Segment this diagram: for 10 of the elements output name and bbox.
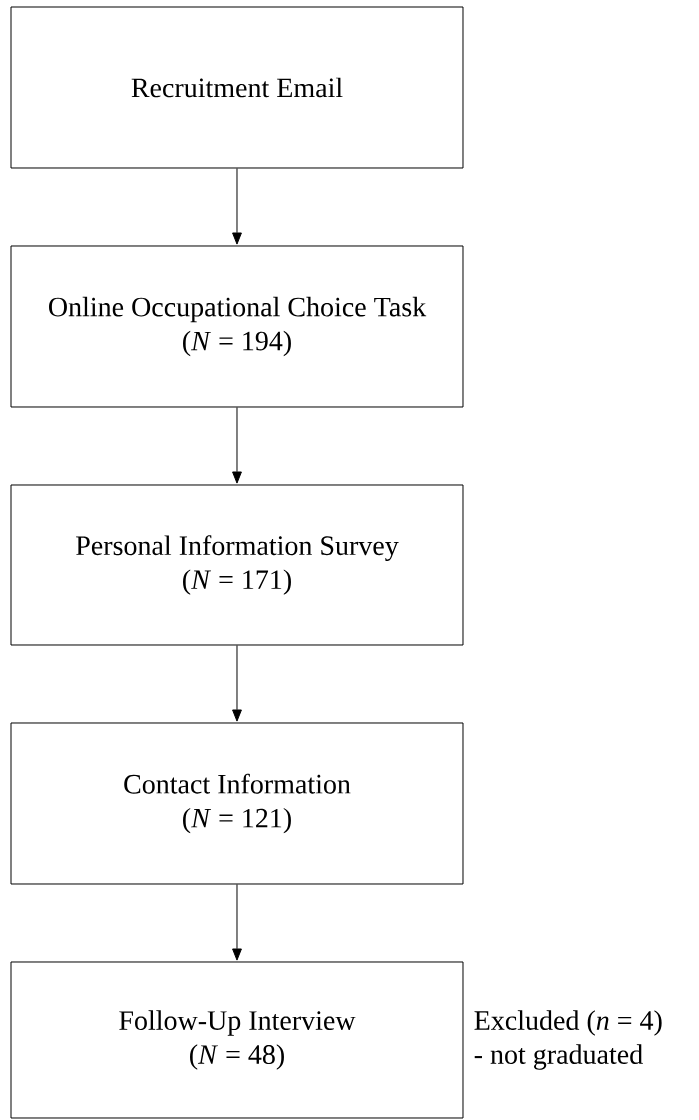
process-box: Recruitment Email [10,6,464,169]
process-box: Contact Information (N = 121) [10,722,464,885]
arrow [232,645,242,722]
arrow [232,884,242,961]
process-box: Follow-Up Interview (N = 48) [10,961,464,1119]
side-note: Excluded (n = 4) - not graduated [474,1010,662,1070]
arrow [232,407,242,484]
process-box: Online Occupational Choice Task (N = 194) [10,245,464,408]
arrow [232,168,242,245]
process-box: Personal Information Survey (N = 171) [10,484,464,646]
